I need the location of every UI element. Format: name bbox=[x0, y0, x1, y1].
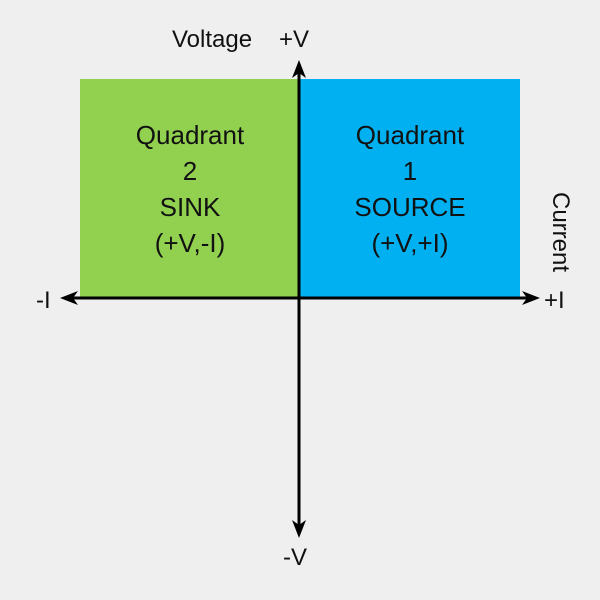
positive-current-label: +I bbox=[544, 287, 565, 314]
quadrant-1-title: Quadrant bbox=[355, 120, 465, 150]
current-axis-title: Current bbox=[547, 191, 574, 273]
positive-voltage-label: +V bbox=[279, 26, 310, 53]
voltage-axis-title: Voltage bbox=[172, 26, 253, 53]
quadrant-2-label: Quadrant 2 SINK (+V,-I) bbox=[80, 117, 300, 261]
quadrant-2-sink-box bbox=[80, 79, 300, 298]
quadrant-1-label: Quadrant 1 SOURCE (+V,+I) bbox=[300, 117, 520, 261]
quadrant-1-signs: (+V,+I) bbox=[371, 228, 449, 258]
quadrant-2-title: Quadrant bbox=[135, 120, 245, 150]
quadrant-1-source-box bbox=[300, 79, 520, 298]
voltage-axis-down-arrow bbox=[292, 520, 306, 538]
quadrant-1-number: 1 bbox=[402, 156, 418, 186]
quadrant-2-signs: (+V,-I) bbox=[154, 228, 226, 258]
negative-voltage-label: -V bbox=[283, 544, 307, 571]
quadrant-2-mode: SINK bbox=[159, 192, 221, 222]
quadrant-1-mode: SOURCE bbox=[354, 192, 466, 222]
negative-current-label: -I bbox=[36, 287, 51, 314]
current-axis-left-arrow bbox=[60, 291, 78, 305]
quadrant-2-number: 2 bbox=[182, 156, 198, 186]
current-axis-right-arrow bbox=[522, 291, 540, 305]
voltage-axis-up-arrow bbox=[292, 60, 306, 78]
